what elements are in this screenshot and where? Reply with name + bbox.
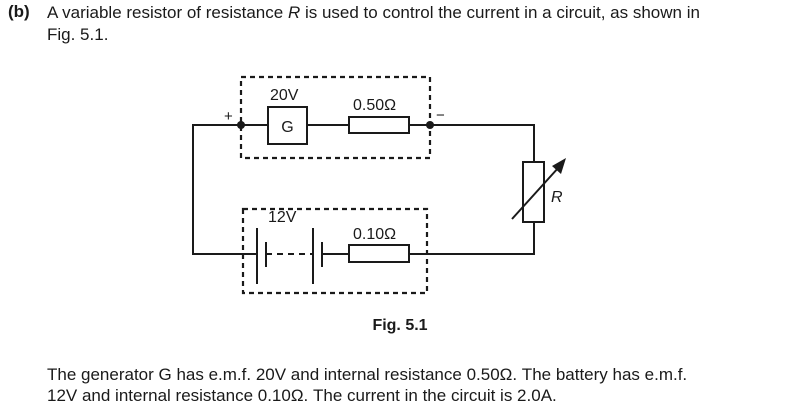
question-variable: R	[287, 3, 301, 22]
question-text-end: is used to control the current in a circ…	[300, 3, 700, 22]
figure-caption: Fig. 5.1	[372, 317, 428, 334]
generator-enclosure	[239, 75, 432, 160]
positive-node	[237, 121, 245, 129]
negative-node	[426, 121, 434, 129]
question-text: A variable resistor of resistance R is u…	[47, 2, 797, 46]
wire-top-left	[192, 124, 257, 255]
battery-emf-label: 12V	[268, 209, 297, 226]
variable-resistor	[522, 161, 545, 223]
battery-internal-resistor	[348, 244, 410, 263]
variable-resistor-arrow	[511, 166, 560, 220]
negative-terminal-label: −	[436, 107, 445, 124]
battery-enclosure	[241, 207, 429, 295]
variable-resistor-label: R	[551, 189, 563, 206]
battery-resistance-label: 0.10Ω	[353, 226, 396, 243]
question-text-line2: Fig. 5.1.	[47, 25, 109, 44]
generator-resistance-label: 0.50Ω	[353, 97, 396, 114]
question-text-start: A variable resistor of resistance	[47, 3, 288, 22]
info-text: The generator G has e.m.f. 20V and inter…	[47, 364, 797, 406]
variable-resistor-arrowhead-icon	[552, 158, 566, 174]
generator-label: G	[281, 119, 293, 136]
generator-emf-label: 20V	[270, 87, 299, 104]
generator-internal-resistor	[348, 116, 410, 134]
info-line-1: The generator G has e.m.f. 20V and inter…	[47, 365, 688, 384]
generator-box	[267, 106, 308, 145]
wire-top-right	[430, 124, 535, 162]
info-line-2: 12V and internal resistance 0.10Ω. The c…	[47, 386, 557, 405]
question-part-label: (b)	[8, 2, 30, 21]
positive-terminal-label: +	[224, 108, 233, 125]
wire-bottom-right	[409, 222, 535, 255]
